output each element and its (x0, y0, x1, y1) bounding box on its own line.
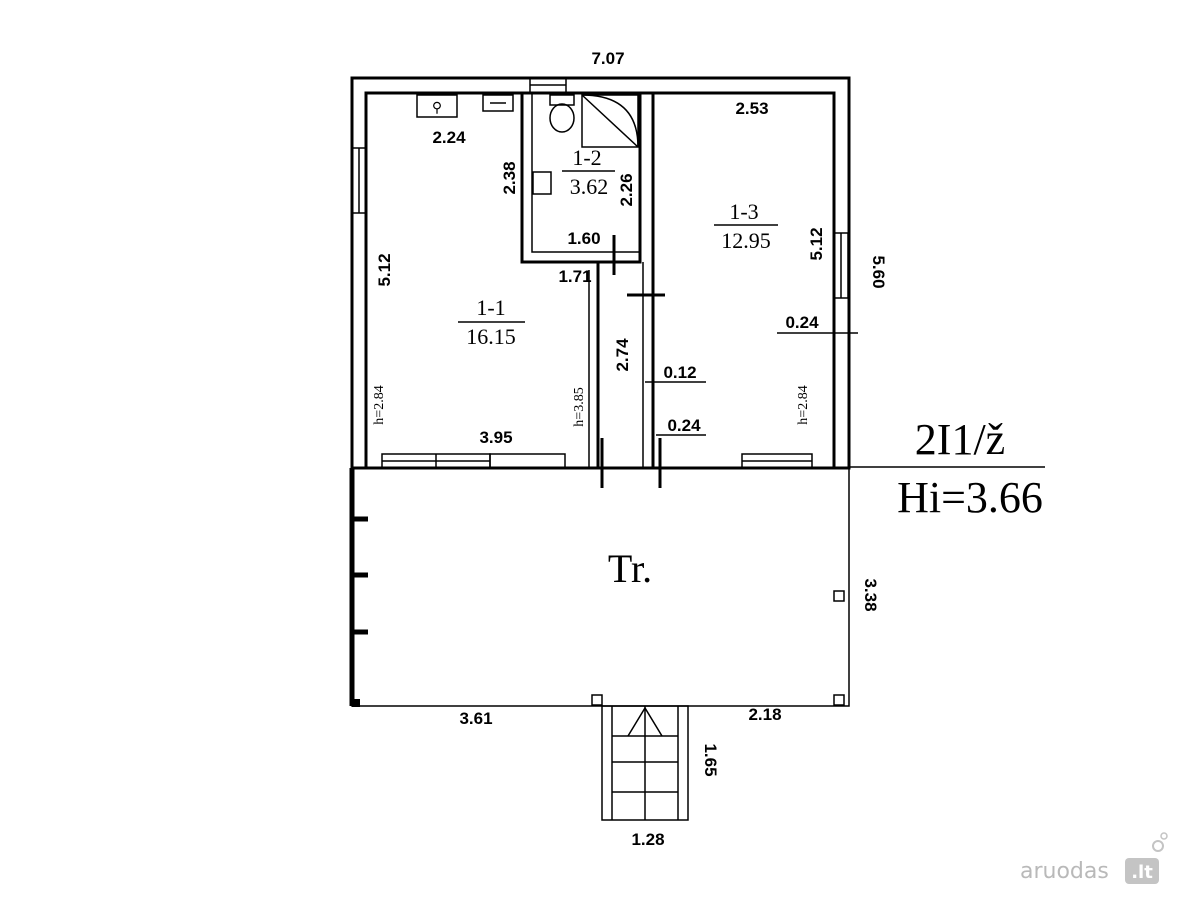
dim-terrace-depth: 3.38 (861, 578, 880, 611)
dim-bath-width-outer: 1.71 (558, 267, 591, 286)
terrace-label: Tr. (608, 546, 652, 591)
stamp-height: Hi=3.66 (897, 473, 1043, 522)
watermark-logo: aruodas .lt (1020, 832, 1168, 884)
dim-room3-width: 2.53 (735, 99, 768, 118)
stove-fixture (482, 94, 514, 112)
watermark-dot-icon (1152, 840, 1164, 852)
bathroom-inner (531, 93, 640, 253)
room-1-2-id: 1-2 (572, 145, 601, 170)
room-1-1-height: h=2.84 (372, 385, 387, 424)
dim-room1-width: 3.95 (479, 428, 512, 447)
dim-wall-thickness: 0.24 (785, 313, 819, 332)
dim-wall-bottom: 0.24 (667, 416, 701, 435)
room-1-2-area: 3.62 (570, 174, 609, 199)
watermark-brand: aruodas (1020, 859, 1109, 884)
watermark-badge (1125, 858, 1159, 884)
washbasin-icon (532, 171, 552, 195)
room-1-3-height: h=2.84 (796, 385, 811, 424)
room-1-3-id: 1-3 (729, 199, 758, 224)
corridor-height: h=3.85 (572, 387, 587, 426)
dim-bath-width: 1.60 (567, 229, 600, 248)
dim-overall-depth: 5.60 (869, 255, 888, 288)
terrace-post (591, 694, 603, 706)
shower-curve-icon (581, 94, 639, 148)
dim-kitchen-top: 2.24 (432, 128, 466, 147)
toilet-tank (549, 94, 575, 106)
dim-stairs-length: 1.65 (701, 743, 720, 776)
room-1-1-area: 16.15 (466, 324, 516, 349)
watermark-tld: .lt (1131, 862, 1153, 883)
dim-room3-depth: 5.12 (807, 227, 826, 260)
toilet-bowl-icon (549, 103, 575, 133)
dim-terrace-left: 3.61 (459, 709, 492, 728)
dim-bath-height-inner: 2.26 (617, 173, 636, 206)
stamp-code: 2I1/ž (915, 415, 1005, 464)
dim-corridor-depth: 2.74 (613, 338, 632, 372)
sink-icon: ⚲ (432, 101, 442, 116)
room-1-1-id: 1-1 (476, 295, 505, 320)
dim-overall-width: 7.07 (591, 49, 624, 68)
terrace-post (833, 694, 845, 706)
dim-partition-thickness: 0.12 (663, 363, 696, 382)
dim-room1-depth: 5.12 (375, 253, 394, 286)
shower-diag (581, 94, 639, 148)
terrace-outline (351, 467, 850, 707)
outer-wall (350, 76, 851, 470)
window-bottom-mid (489, 453, 566, 469)
dim-terrace-right: 2.18 (748, 705, 781, 724)
shower-tray (581, 94, 639, 148)
terrace-post (833, 590, 845, 602)
sink-fixture (416, 94, 458, 118)
dim-stairs-width: 1.28 (631, 830, 664, 849)
terrace-post (352, 699, 360, 707)
room-1-3-area: 12.95 (721, 228, 771, 253)
watermark-dot-icon (1160, 832, 1168, 840)
stair-arrow-icon (627, 706, 663, 737)
dim-bath-height: 2.38 (500, 161, 519, 194)
bathroom-partition (520, 93, 642, 264)
